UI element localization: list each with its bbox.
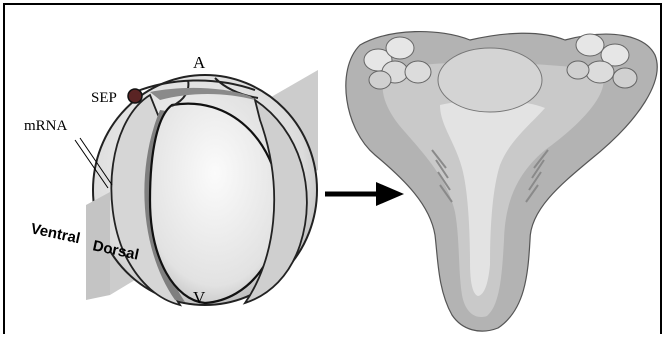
label-vegetal-pole: V <box>193 288 206 307</box>
label-animal-pole: A <box>193 53 206 72</box>
label-mrna: mRNA <box>24 118 68 134</box>
larva-illustration <box>346 32 657 332</box>
larva-head <box>438 48 542 112</box>
label-ventral: Ventral <box>29 220 81 247</box>
sep-marker <box>128 89 142 103</box>
label-sep: SEP <box>91 90 117 106</box>
right-arrow-icon <box>325 182 404 206</box>
